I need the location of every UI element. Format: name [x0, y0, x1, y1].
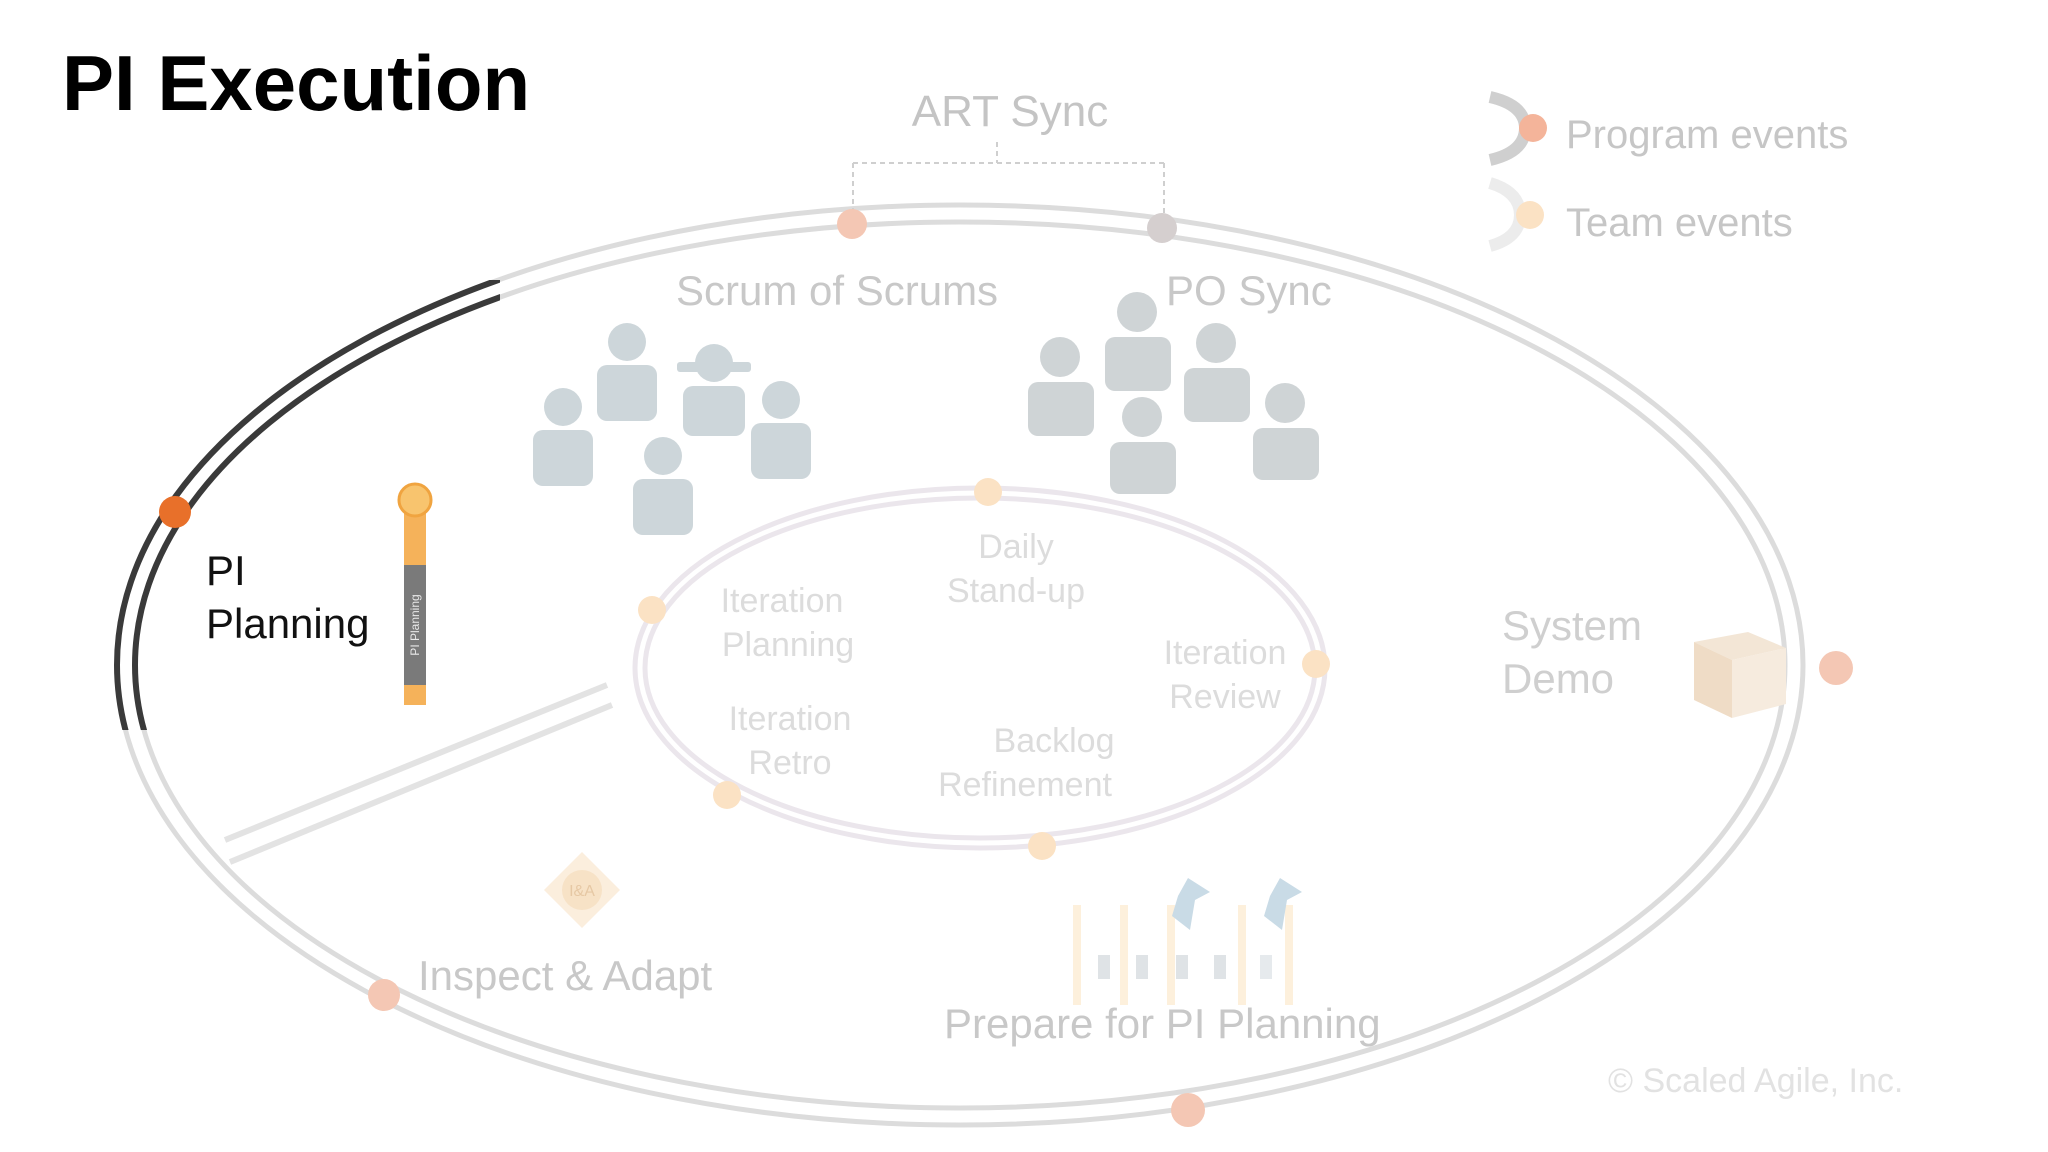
person-icon [597, 323, 657, 421]
iteration-planning-marker [638, 596, 666, 624]
person-icon [1110, 397, 1176, 494]
person-icon [1253, 383, 1319, 480]
po-sync-marker [1147, 213, 1177, 243]
person-icon [633, 437, 693, 535]
program-event-markers [159, 209, 1853, 1127]
iteration-planning-label-line1: Iteration [721, 582, 844, 620]
art-sync-bracket [852, 142, 1165, 218]
legend: Program events Team events [1488, 91, 1848, 252]
backlog-refinement-marker [1028, 832, 1056, 860]
iteration-retro-label-line2: Retro [748, 744, 831, 782]
person-icon [1184, 323, 1250, 422]
system-demo-label-line1: System [1502, 602, 1642, 649]
inspect-adapt-marker [368, 979, 400, 1011]
person-icon [751, 381, 811, 479]
legend-program-events: Program events [1488, 91, 1848, 166]
backlog-refinement-label-line1: Backlog [994, 722, 1115, 760]
daily-standup-label-line2: Stand-up [947, 572, 1085, 610]
ring-connector [223, 682, 614, 865]
scrum-of-scrums-label: Scrum of Scrums [676, 267, 998, 314]
prepare-pi-planning-icon [1073, 878, 1302, 1005]
arrow-down-icon [1172, 878, 1210, 930]
prepare-pi-planning-label: Prepare for PI Planning [944, 1000, 1381, 1047]
person-icon [1028, 337, 1094, 436]
person-icon [1105, 292, 1171, 391]
pi-planning-banner-icon: PI Planning [397, 482, 433, 705]
iteration-retro-marker [713, 781, 741, 809]
scrum-of-scrums-marker [837, 209, 867, 239]
backlog-refinement-label-line2: Refinement [938, 766, 1112, 804]
iteration-planning-label-line2: Planning [722, 626, 854, 664]
pi-planning-banner-text: PI Planning [408, 594, 422, 655]
slide-title: PI Execution [62, 39, 531, 127]
inspect-adapt-label: Inspect & Adapt [418, 952, 713, 999]
box-icon [1694, 632, 1786, 718]
team-events-legend-icon [1488, 177, 1527, 252]
legend-program-events-label: Program events [1566, 113, 1848, 157]
iteration-review-label-line1: Iteration [1164, 634, 1287, 672]
iteration-review-marker [1302, 650, 1330, 678]
po-sync-people [1028, 292, 1319, 494]
highlighted-ring-segment [114, 280, 500, 730]
pi-planning-label-line1: PI [206, 547, 246, 594]
legend-team-events: Team events [1488, 177, 1793, 252]
daily-standup-label-line1: Daily [978, 528, 1054, 566]
arrow-down-icon [1264, 878, 1302, 930]
program-event-dot-icon [1519, 114, 1547, 142]
team-event-labels: Daily Stand-up Iteration Planning Iterat… [721, 528, 1287, 804]
pi-planning-label-line2: Planning [206, 600, 369, 647]
iteration-retro-label-line1: Iteration [729, 700, 852, 738]
team-event-markers [638, 478, 1330, 860]
copyright-text: © Scaled Agile, Inc. [1608, 1062, 1903, 1100]
legend-team-events-label: Team events [1566, 201, 1793, 245]
daily-standup-marker [974, 478, 1002, 506]
scrum-of-scrums-people [533, 323, 811, 535]
person-icon [533, 388, 593, 486]
person-icon [677, 344, 751, 436]
system-demo-marker [1819, 651, 1853, 685]
team-event-dot-icon [1516, 201, 1544, 229]
prepare-pi-planning-marker [1171, 1093, 1205, 1127]
inspect-adapt-badge-icon: I&A [544, 852, 620, 928]
iteration-review-label-line2: Review [1169, 678, 1281, 716]
art-sync-label: ART Sync [912, 87, 1108, 136]
inspect-adapt-badge-text: I&A [569, 883, 595, 900]
po-sync-label: PO Sync [1166, 267, 1332, 314]
pi-planning-marker [159, 496, 191, 528]
system-demo-label-line2: Demo [1502, 655, 1614, 702]
